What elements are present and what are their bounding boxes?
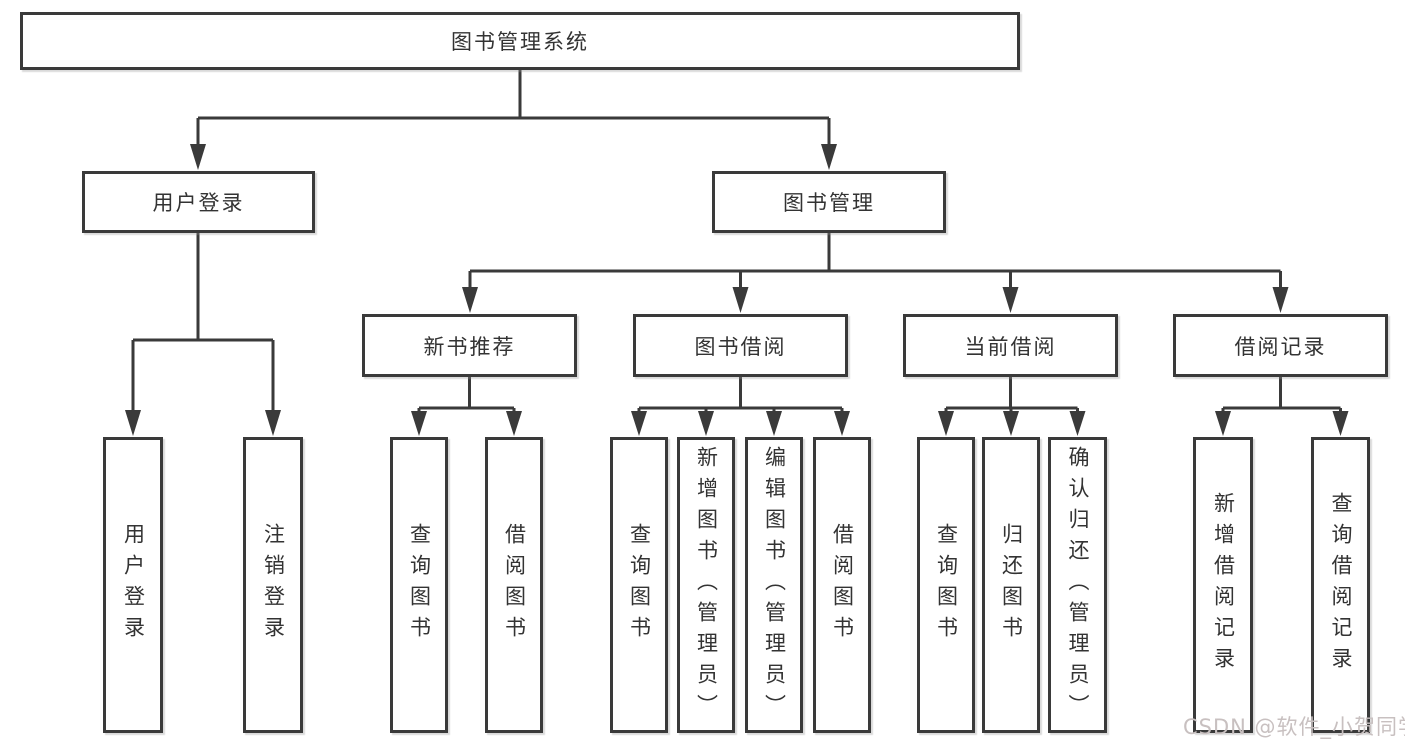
leaf-logout: 注销登录 [243,437,303,733]
leaf-add-borrow-record: 新增借阅记录 [1193,437,1253,733]
leaf-add-books-admin: 新增图书（管理员） [677,437,735,733]
node-book-management: 图书管理 [712,171,946,233]
csdn-watermark: CSDN @软件_小贺同学 [1183,715,1405,739]
leaf-label: 归还图书 [999,523,1024,647]
node-current-borrowing: 当前借阅 [903,314,1118,377]
node-label: 借阅记录 [1234,334,1327,359]
leaf-label: 查询借阅记录 [1329,492,1353,678]
leaf-label: 用户登录 [121,523,146,647]
leaf-label: 编辑图书（管理员） [762,445,787,725]
leaf-return-books: 归还图书 [982,437,1040,733]
leaf-edit-books-admin: 编辑图书（管理员） [745,437,803,733]
leaf-label: 确认归还（管理员） [1066,445,1090,725]
leaf-label: 借阅图书 [502,523,527,647]
leaf-label: 查询图书 [407,523,432,647]
leaf-confirm-return-admin: 确认归还（管理员） [1048,437,1107,733]
leaf-borrow-books: 借阅图书 [813,437,871,733]
leaf-label: 新增借阅记录 [1211,492,1236,678]
leaf-label: 借阅图书 [830,523,855,647]
leaf-query-books-borrowing: 查询图书 [610,437,668,733]
leaf-label: 查询图书 [934,523,959,647]
leaf-label: 新增图书（管理员） [694,445,719,725]
node-label: 图书管理 [783,191,875,215]
leaf-label: 查询图书 [627,523,652,647]
node-new-book-recommend: 新书推荐 [362,314,577,377]
node-borrowing-records: 借阅记录 [1173,314,1388,377]
node-user-login: 用户登录 [82,171,315,233]
node-library-management-system: 图书管理系统 [20,12,1020,70]
leaf-query-books-recommend: 查询图书 [390,437,448,733]
leaf-query-books-current: 查询图书 [917,437,975,733]
leaf-borrow-books-recommend: 借阅图书 [485,437,543,733]
leaf-label: 注销登录 [261,523,286,647]
leaf-query-borrow-record: 查询借阅记录 [1311,437,1370,733]
node-book-borrowing: 图书借阅 [633,314,848,377]
node-label: 图书管理系统 [451,30,589,54]
node-label: 用户登录 [152,191,245,215]
node-label: 图书借阅 [694,334,787,359]
node-label: 当前借阅 [964,334,1057,359]
node-label: 新书推荐 [423,334,516,359]
leaf-user-login: 用户登录 [103,437,163,733]
